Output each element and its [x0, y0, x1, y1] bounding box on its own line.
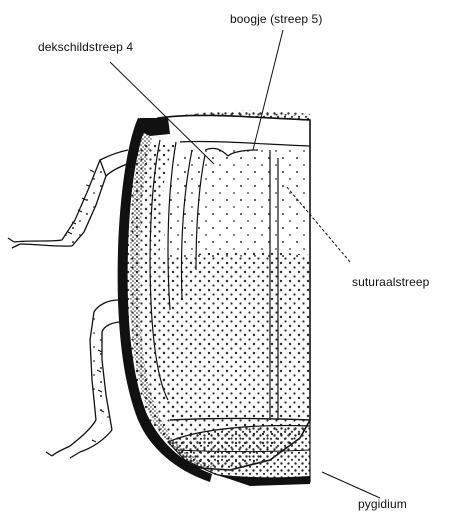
leader-pygidium [322, 472, 380, 498]
label-pygidium: pygidium [358, 497, 407, 511]
middle-leg [46, 300, 122, 458]
label-boogje: boogje (streep 5) [230, 12, 322, 26]
front-leg-stipple [62, 160, 106, 246]
label-suturaalstreep: suturaalstreep [352, 275, 429, 289]
middle-leg-stipple [90, 312, 112, 430]
label-dekschildstreep: dekschildstreep 4 [38, 40, 133, 54]
